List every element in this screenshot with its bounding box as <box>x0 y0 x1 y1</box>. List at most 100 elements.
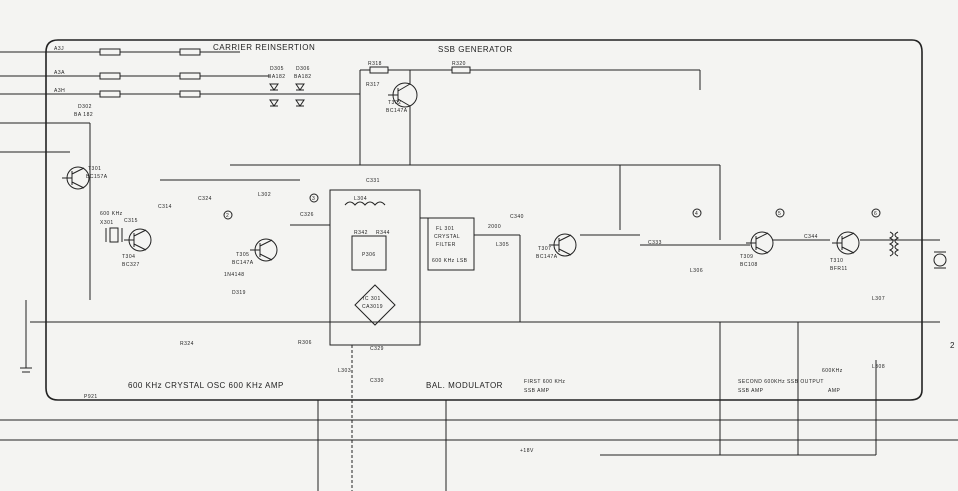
label-output-freq: 600KHz <box>822 368 843 374</box>
signal-wires <box>290 165 940 322</box>
output-transformer <box>888 231 900 257</box>
label-t309: T309 <box>740 254 753 260</box>
label-d306: D306 <box>296 66 310 72</box>
label-c340: C340 <box>510 214 524 220</box>
test-point-2 <box>309 193 319 203</box>
label-t301: T301 <box>88 166 101 172</box>
label-l304: L304 <box>354 196 367 202</box>
test-points <box>223 193 881 220</box>
label-ic301: IC 301 <box>363 296 381 302</box>
label-r324: R324 <box>180 341 194 347</box>
label-c326: C326 <box>300 212 314 218</box>
transistor-t305 <box>250 238 278 262</box>
label-crystal-osc: 600 KHz CRYSTAL OSC 600 KHz AMP <box>128 381 284 390</box>
label-t301-type: BC157A <box>86 174 108 180</box>
test-point-5 <box>871 208 881 218</box>
label-l303: L303 <box>338 368 351 374</box>
label-d305-type: BA182 <box>268 74 286 80</box>
label-cap-value: 2000 <box>488 224 501 230</box>
balanced-modulator <box>329 189 421 346</box>
bottom-wiring <box>0 300 958 491</box>
edge-mark: 2 <box>950 341 955 350</box>
label-t310: T310 <box>830 258 843 264</box>
label-t304-type: BC327 <box>122 262 140 268</box>
label-c333: C333 <box>648 240 662 246</box>
crystal-filter-block <box>427 217 475 271</box>
label-c324: C324 <box>198 196 212 202</box>
label-t309-type: BC108 <box>740 262 758 268</box>
transistor-t304 <box>124 228 152 252</box>
label-t307-type: BC147A <box>536 254 558 260</box>
input-label-a3j: A3J <box>54 46 64 52</box>
section-title-ssb-generator: SSB GENERATOR <box>438 45 513 54</box>
label-d319-type: 1N4148 <box>224 272 245 278</box>
label-r317: R317 <box>366 82 380 88</box>
test-point-3 <box>692 208 702 218</box>
label-t305: T305 <box>236 252 249 258</box>
label-supply-voltage: +18V <box>520 448 534 454</box>
label-l307: L307 <box>872 296 885 302</box>
label-x301-freq: 600 KHz <box>100 211 123 217</box>
transistor-t301 <box>62 166 90 190</box>
section-title-carrier-reinsertion: CARRIER REINSERTION <box>213 43 315 52</box>
label-first-amp-line2: SSB AMP <box>524 388 550 394</box>
label-t310-type: BFR11 <box>830 266 848 272</box>
label-c330: C330 <box>370 378 384 384</box>
filter-label-crystal: CRYSTAL <box>434 234 460 240</box>
label-p306: P306 <box>362 252 376 258</box>
label-d302: D302 <box>78 104 92 110</box>
carrier-reinsertion-resistors <box>99 48 360 98</box>
label-l305: L305 <box>496 242 509 248</box>
label-x301: X301 <box>100 220 114 226</box>
test-point-4 <box>775 208 785 218</box>
crystal-x301 <box>105 227 123 243</box>
label-t305-type: BC147A <box>232 260 254 266</box>
filter-label-ref: FL 301 <box>436 226 454 232</box>
test-point-label-4: 4 <box>695 211 698 217</box>
label-t302: T302 <box>388 100 401 106</box>
input-label-a3a: A3A <box>54 70 65 76</box>
label-bal-modulator: BAL. MODULATOR <box>426 381 503 390</box>
test-point-label-2: 2 <box>226 213 229 219</box>
label-d319: D319 <box>232 290 246 296</box>
output-connector <box>933 251 947 269</box>
label-t307: T307 <box>538 246 551 252</box>
label-board-id: P921 <box>84 394 98 400</box>
label-l306: L306 <box>690 268 703 274</box>
label-d305: D305 <box>270 66 284 72</box>
transistor-t309 <box>746 231 774 255</box>
input-lines <box>0 51 100 153</box>
label-r342: R342 <box>354 230 368 236</box>
label-t302-type: BC147A <box>386 108 408 114</box>
test-point-1 <box>223 210 233 220</box>
filter-label-freq: 600 KHz LSB <box>432 258 468 264</box>
label-d302-type: BA 182 <box>74 112 93 118</box>
label-r318: R318 <box>368 61 382 67</box>
label-r320: R320 <box>452 61 466 67</box>
transistor-t307 <box>549 233 577 257</box>
label-c315: C315 <box>124 218 138 224</box>
label-output-amp: AMP <box>828 388 841 394</box>
label-second-amp-line1: SECOND 600KHz SSB OUTPUT <box>738 379 824 385</box>
label-r306: R306 <box>298 340 312 346</box>
test-point-label-5: 5 <box>778 211 781 217</box>
transistor-t302 <box>388 82 418 108</box>
transistor-t310 <box>832 231 860 255</box>
label-r344: R344 <box>376 230 390 236</box>
label-l302: L302 <box>258 192 271 198</box>
test-point-label-6: 6 <box>874 211 877 217</box>
board-outline <box>45 39 923 401</box>
label-l308: L308 <box>872 364 885 370</box>
test-point-label-3: 3 <box>312 196 315 202</box>
input-label-a3h: A3H <box>54 88 65 94</box>
top-bus <box>359 66 701 165</box>
mid-bus <box>89 123 720 300</box>
filter-label-filter: FILTER <box>436 242 456 248</box>
label-first-amp-line1: FIRST 600 KHz <box>524 379 565 385</box>
label-second-amp-line2: SSB AMP <box>738 388 764 394</box>
label-t304: T304 <box>122 254 135 260</box>
label-c329: C329 <box>370 346 384 352</box>
label-c344: C344 <box>804 234 818 240</box>
label-c314: C314 <box>158 204 172 210</box>
